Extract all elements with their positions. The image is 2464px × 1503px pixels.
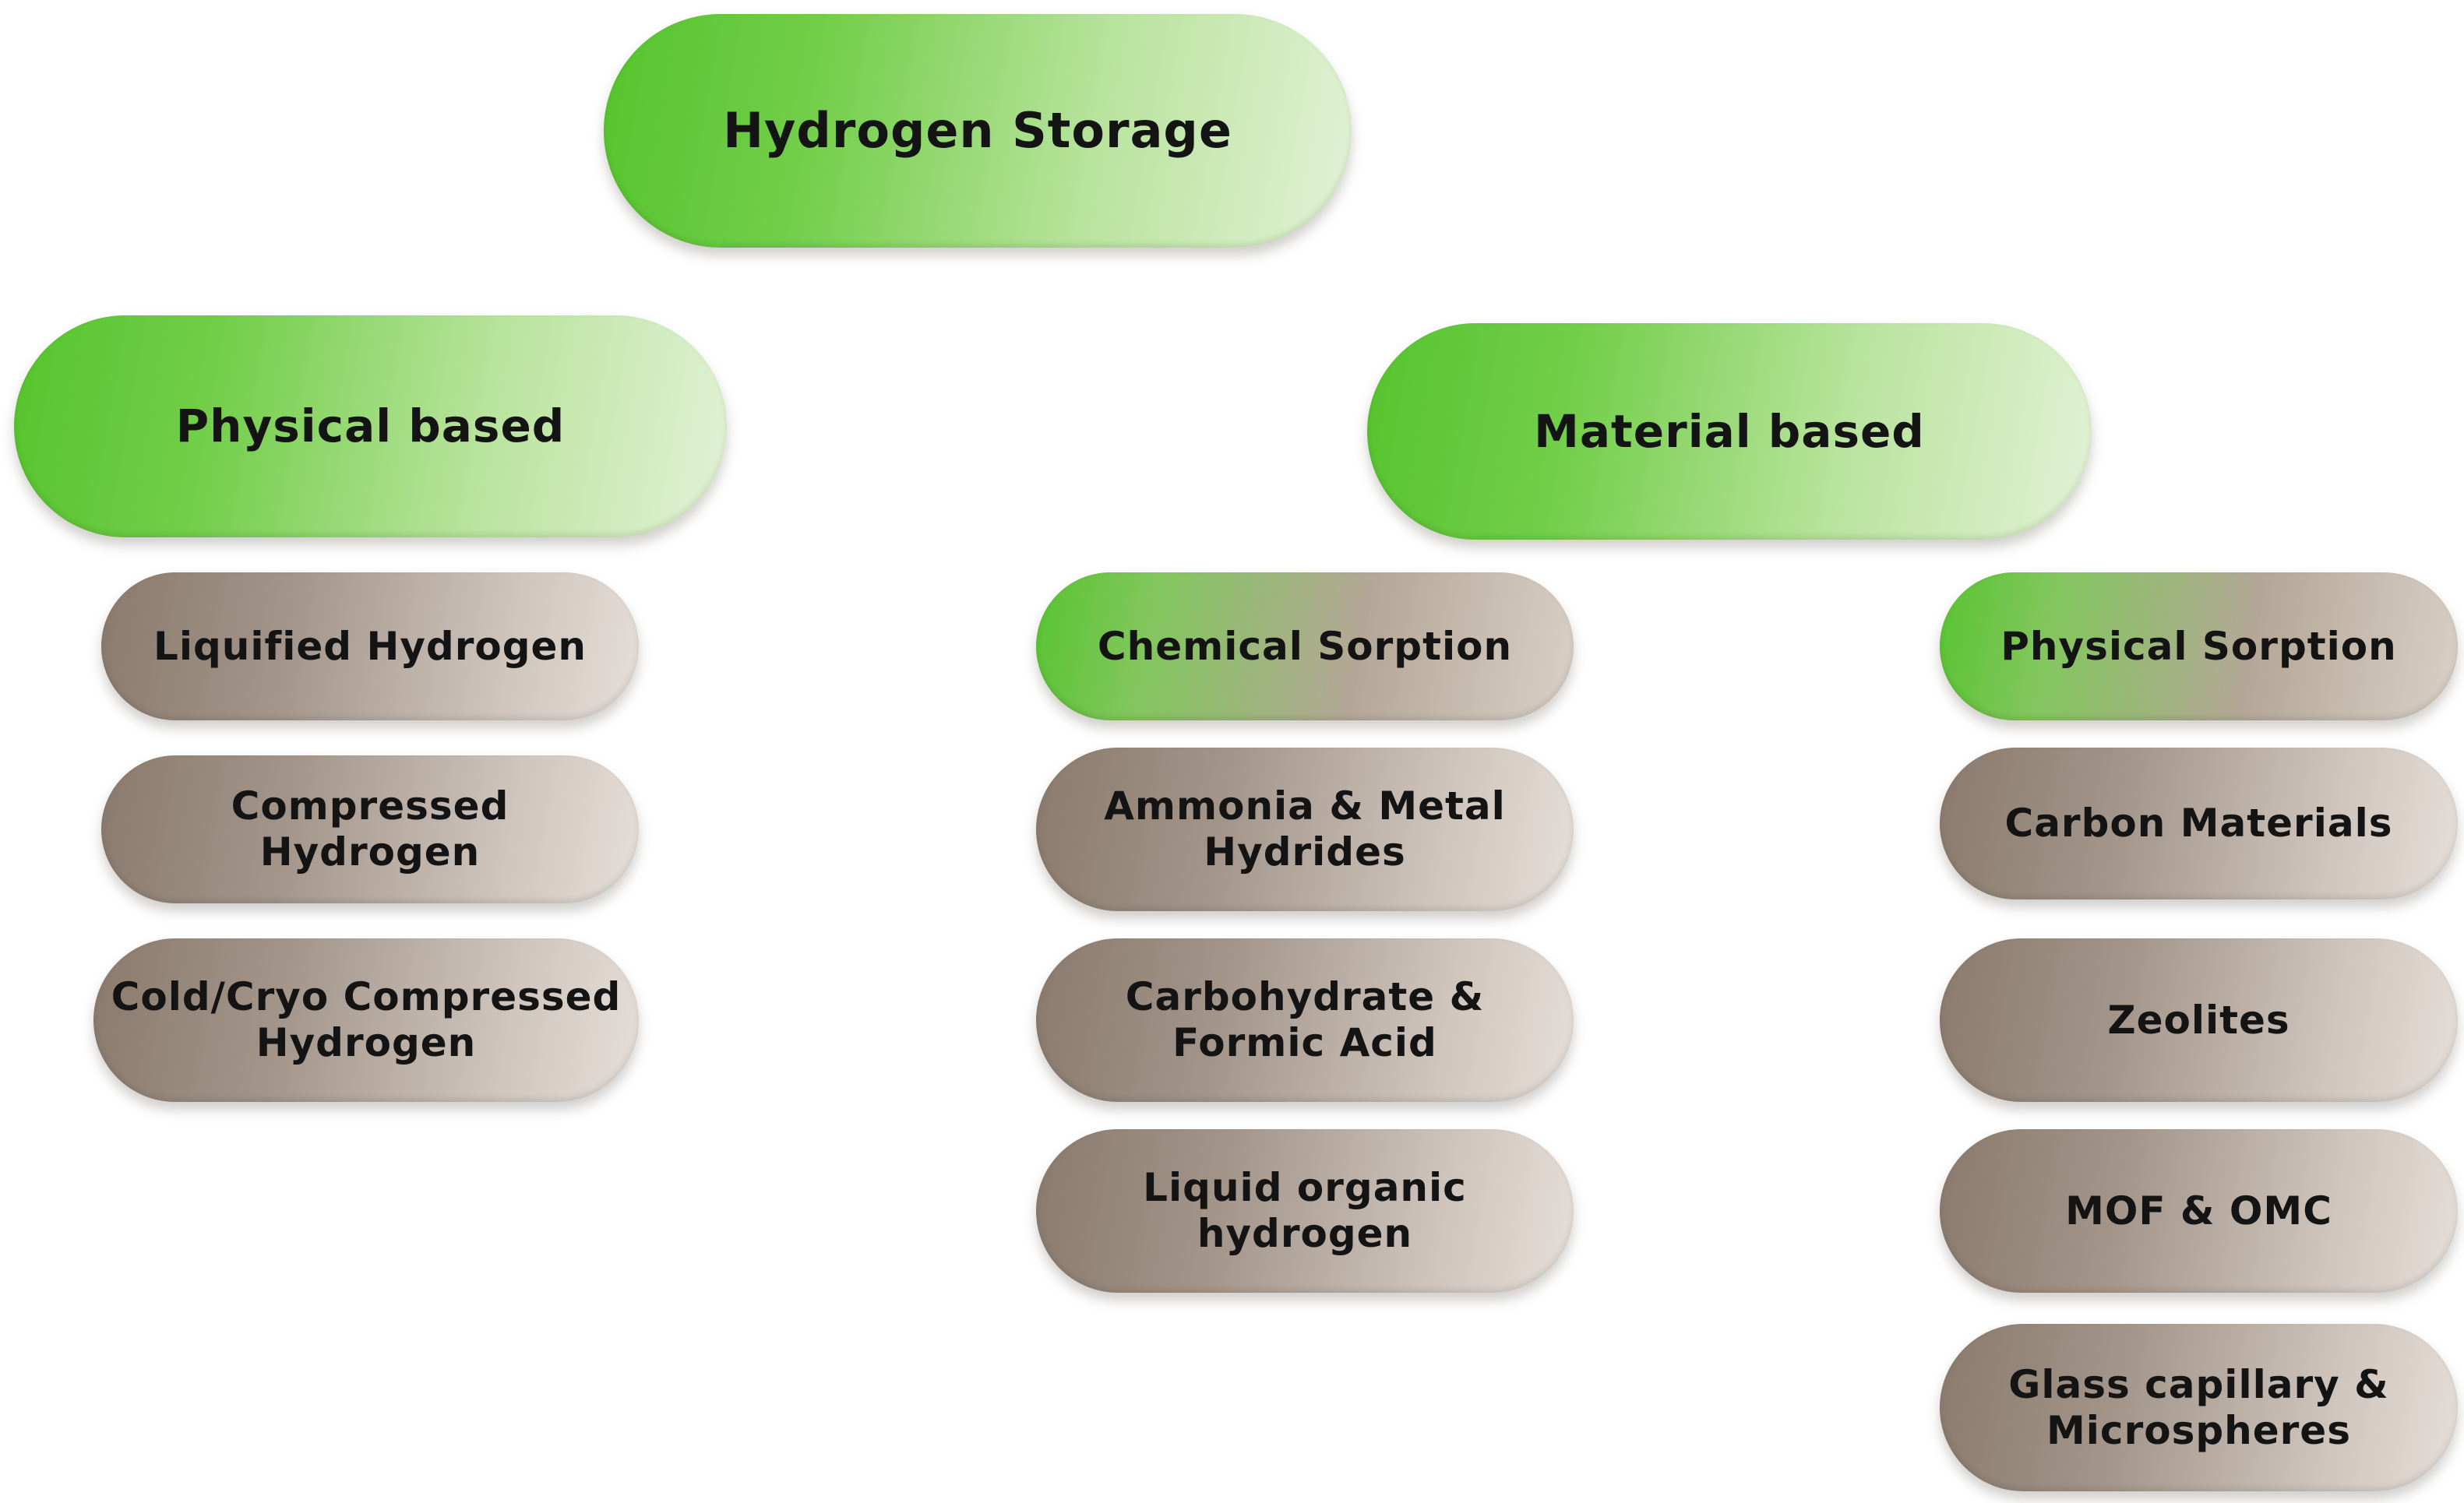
node-liquified-hydrogen: Liquified Hydrogen: [101, 572, 639, 720]
node-compressed-hydrogen: Compressed Hydrogen: [101, 755, 639, 903]
node-ammonia-metal-hydrides: Ammonia & Metal Hydrides: [1036, 748, 1574, 911]
node-zeolites: Zeolites: [1940, 938, 2458, 1102]
node-hydrogen-storage: Hydrogen Storage: [604, 14, 1352, 248]
node-liquid-organic-hydrogen: Liquid organic hydrogen: [1036, 1129, 1574, 1293]
node-carbohydrate-formic-acid: Carbohydrate & Formic Acid: [1036, 938, 1574, 1102]
node-chemical-sorption: Chemical Sorption: [1036, 572, 1574, 720]
node-physical-based: Physical based: [14, 315, 727, 537]
node-material-based: Material based: [1367, 323, 2092, 540]
node-physical-sorption: Physical Sorption: [1940, 572, 2458, 720]
node-mof-omc: MOF & OMC: [1940, 1129, 2458, 1293]
node-glass-capillary-microspheres: Glass capillary & Microspheres: [1940, 1324, 2458, 1491]
node-cold-cryo-compressed-hydrogen: Cold/Cryo Compressed Hydrogen: [93, 938, 639, 1102]
node-carbon-materials: Carbon Materials: [1940, 748, 2458, 899]
